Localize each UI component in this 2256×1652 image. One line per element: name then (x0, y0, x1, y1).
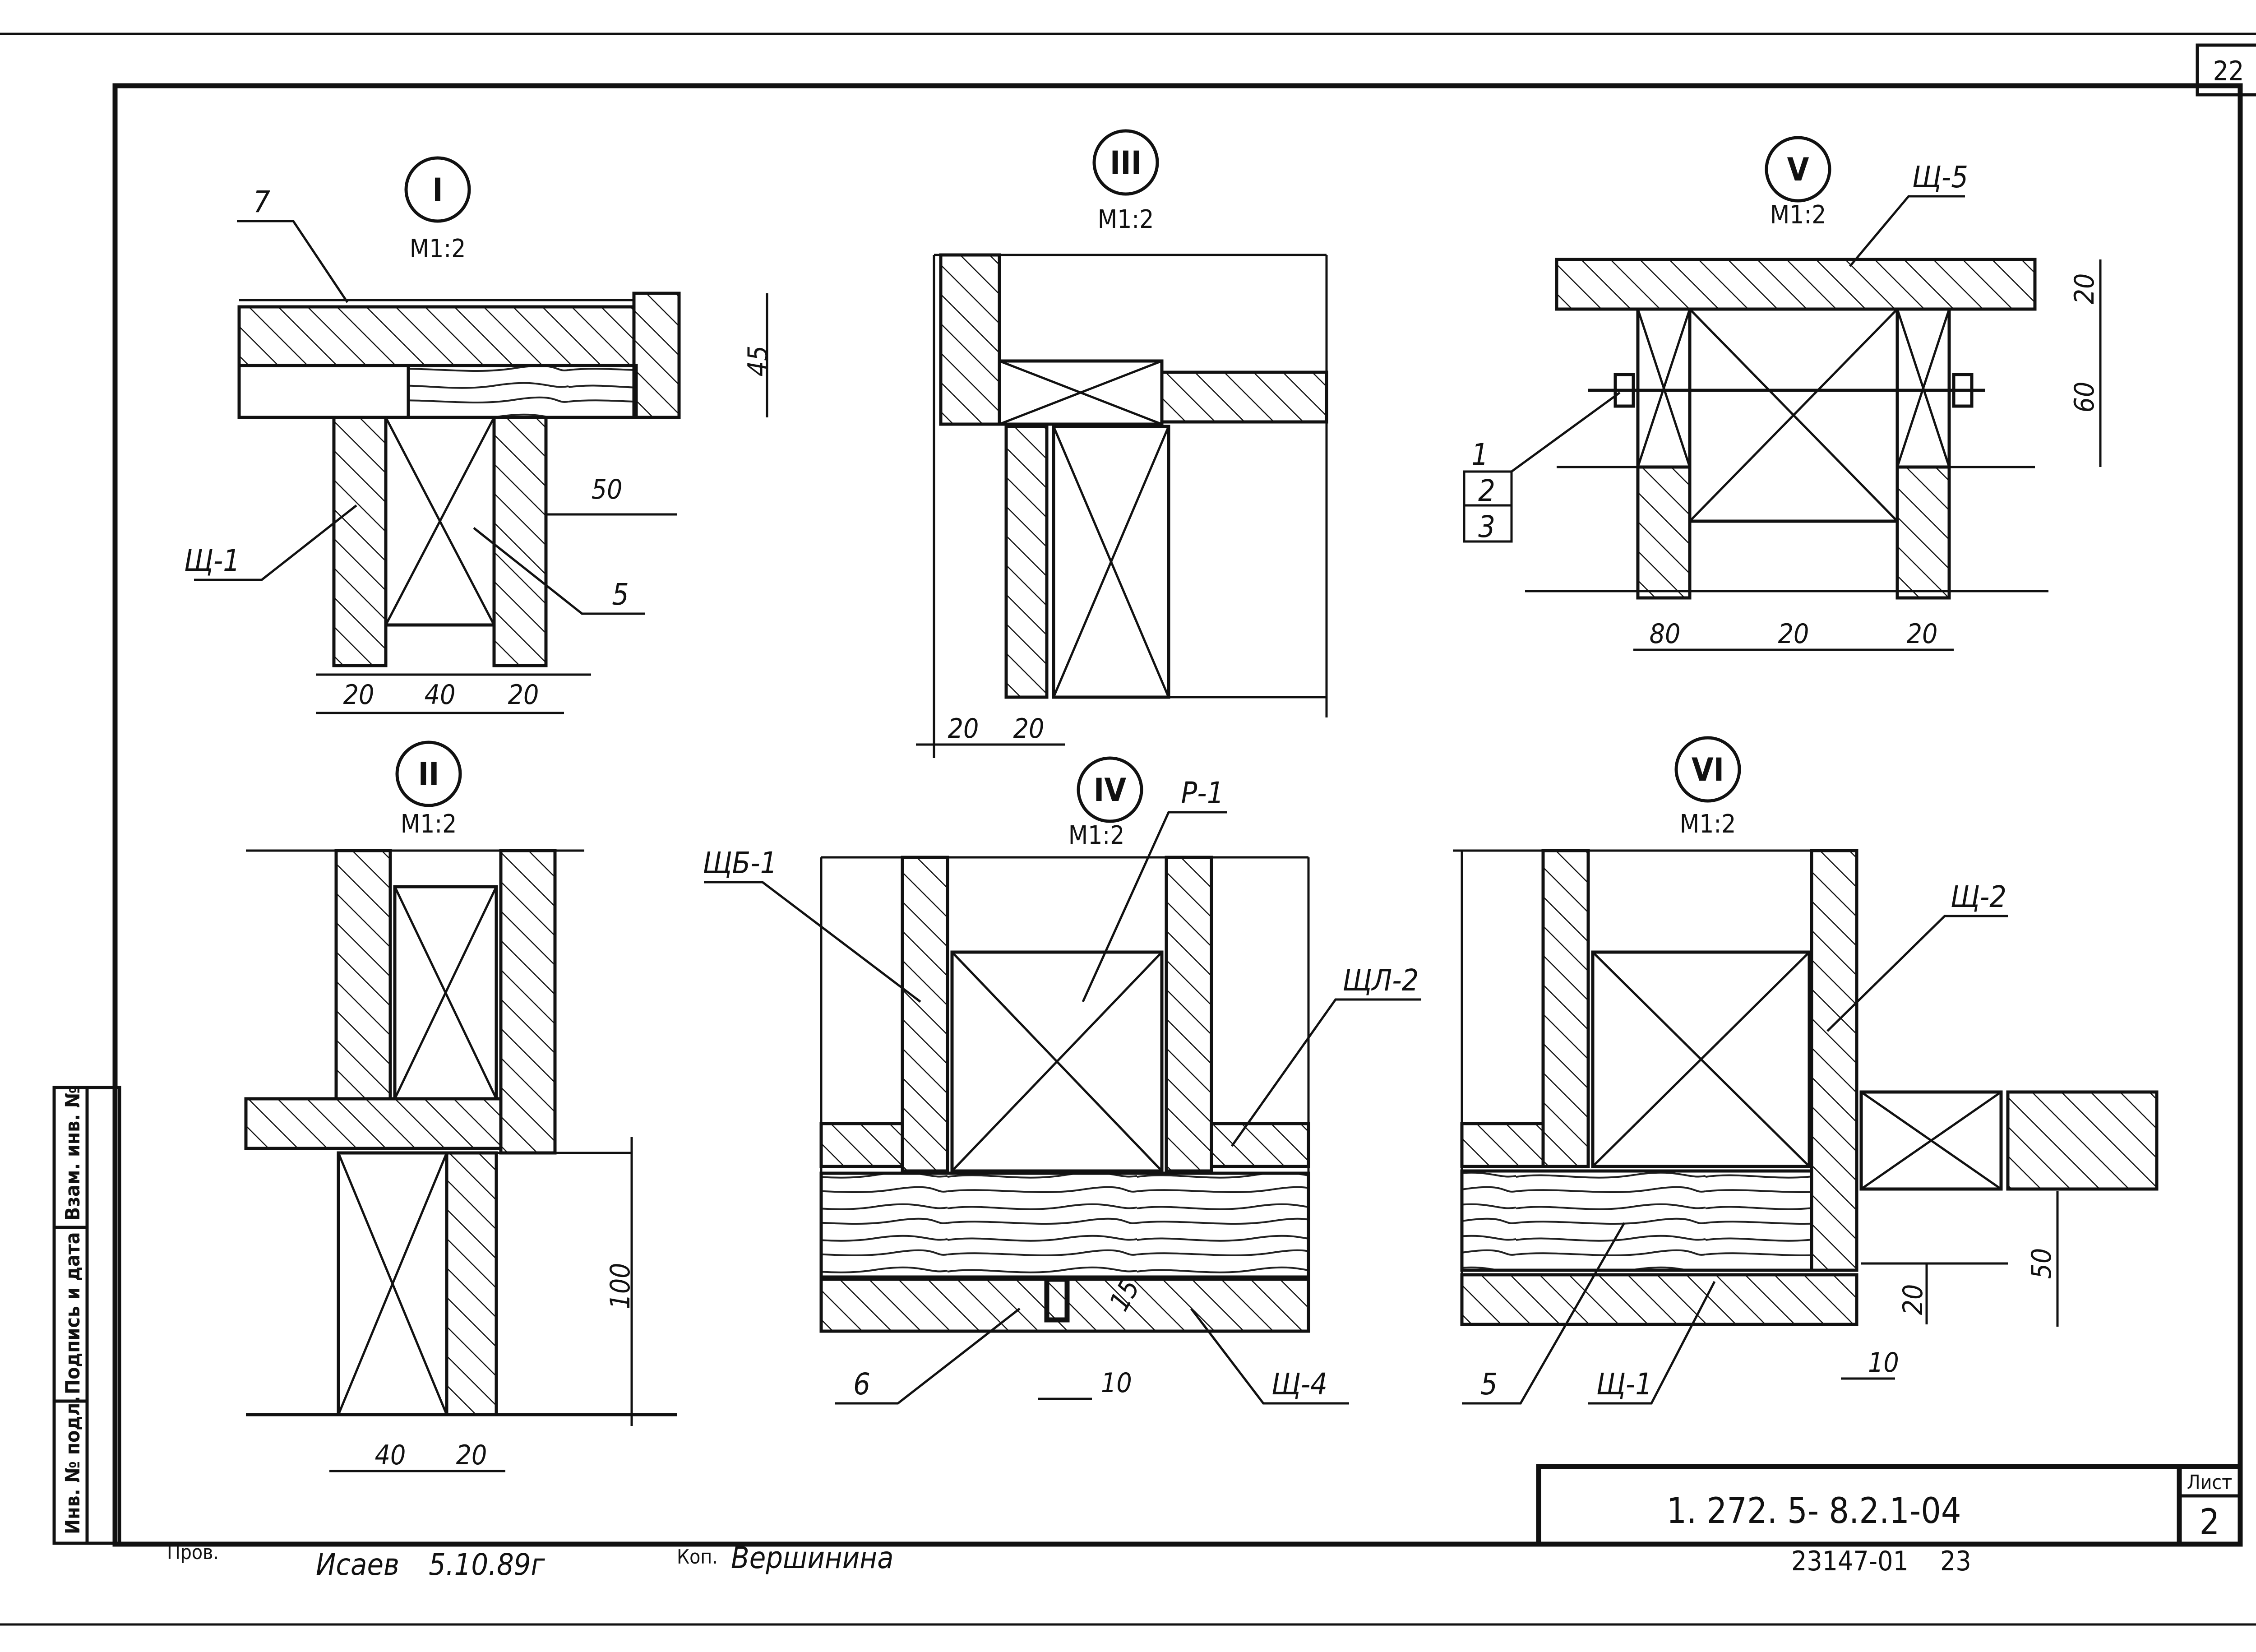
detail-V: V М1:2 80 20 20 20 60 Щ-5 1 2 3 (1463, 136, 2102, 651)
copied-label: Коп. (677, 1546, 718, 1569)
stamp-inv-podl: Инв. № подл. (61, 1396, 84, 1534)
drawing-label: 2 (1478, 473, 1495, 508)
drawing-label: 100 (605, 1263, 636, 1309)
drawing-label: М1:2 (401, 810, 457, 839)
drawing-label: 20 (456, 1439, 487, 1471)
sheet-value: 2 (2200, 1502, 2220, 1543)
drawing-label: Щ-5 (1912, 160, 1968, 194)
drawing-label: Щ-1 (184, 543, 240, 578)
drawing-label: IV (1094, 772, 1126, 809)
drawing-frame (112, 83, 2243, 1547)
drawing-label: 20 (1778, 618, 1809, 650)
detail-VI: VI М1:2 20 50 10 Щ-2 5 Щ-1 (1453, 736, 2159, 1405)
drawing-label: 50 (2026, 1248, 2057, 1279)
drawing-label: М1:2 (1770, 200, 1826, 230)
drawing-label: 20 (508, 679, 539, 711)
drawing-label: Щ-1 (1596, 1367, 1652, 1402)
drawing-label: 10 (1868, 1347, 1899, 1379)
detail-I-scale: М1:2 (410, 234, 466, 264)
drawing-label: 80 (1650, 618, 1681, 650)
drawing-label: 10 (1101, 1367, 1132, 1399)
drawing-label: 5 (1480, 1367, 1498, 1402)
drawing-label: Щ-4 (1271, 1367, 1327, 1402)
drawing-label: I (432, 171, 443, 208)
drawing-label: ЩЛ-2 (1343, 963, 1419, 998)
drawing-label: 20 (343, 679, 374, 711)
detail-II: II М1:2 100 40 20 (244, 740, 677, 1472)
drawing-label: V (1787, 151, 1809, 188)
drawing-label: VI (1692, 751, 1724, 788)
title-designation: 1. 272. 5- 8.2.1-04 (1667, 1491, 1961, 1532)
drawing-label: М1:2 (1098, 205, 1154, 234)
drawing-label: 40 (425, 679, 456, 711)
drawing-label: 7 (253, 185, 270, 219)
archive-number: 23147-01 (1791, 1546, 1909, 1577)
drawing-label: М1:2 (1680, 810, 1736, 839)
drawing-label: Р-1 (1181, 776, 1224, 810)
checked-name: Исаев (316, 1547, 399, 1582)
drawing-label: 5 (612, 577, 629, 612)
side-stamp: Инв. № подл. Подпись и дата Взам. инв. № (52, 1086, 121, 1545)
drawing-label: 20 (1907, 618, 1938, 650)
detail-III: III М1:2 20 20 (916, 129, 1328, 758)
title-block: 1. 272. 5- 8.2.1-04 Лист 2 23147-01 23 (1536, 1464, 2240, 1577)
sheet-number: 22 (2213, 56, 2244, 87)
drawing-label: 40 (375, 1439, 406, 1471)
checked-label: Пров. (167, 1541, 219, 1564)
drawing-label: 20 (1897, 1284, 1929, 1315)
detail-I: I М1:2 45 50 20 40 20 7 Щ-1 5 (184, 156, 774, 714)
drawing-label: III (1110, 144, 1142, 181)
stamp-podpis: Подпись и дата (61, 1232, 84, 1394)
checked-date: 5.10.89г (429, 1547, 546, 1582)
copied-name: Вершинина (731, 1541, 894, 1575)
drawing-label: 1 (1471, 437, 1489, 472)
drawing-label: II (418, 756, 439, 793)
drawing-label: 45 (742, 346, 774, 377)
drawing-label: 3 (1478, 509, 1495, 544)
drawing-label: 20 (948, 713, 979, 745)
footer: Пров. Исаев 5.10.89г Коп. Вершинина (167, 1541, 894, 1582)
stamp-vzam: Взам. инв. № (61, 1086, 84, 1221)
drawing-label: 60 (2069, 382, 2100, 413)
drawing-label: 50 (592, 474, 623, 505)
drawing-label: 20 (1013, 713, 1045, 745)
drawing-label: ЩБ-1 (703, 846, 777, 880)
archive-page: 23 (1940, 1546, 1971, 1577)
drawing-label: 6 (853, 1367, 870, 1402)
detail-IV: IV М1:2 15 10 ЩБ-1 Р-1 ЩЛ-2 6 Щ-4 (703, 756, 1421, 1405)
drawing-label: М1:2 (1068, 821, 1125, 850)
sheet-label: Лист (2187, 1471, 2232, 1494)
drawing-label: 20 (2069, 273, 2100, 305)
drawing-label: Щ-2 (1951, 879, 2006, 914)
detail-I-marker (404, 156, 471, 223)
